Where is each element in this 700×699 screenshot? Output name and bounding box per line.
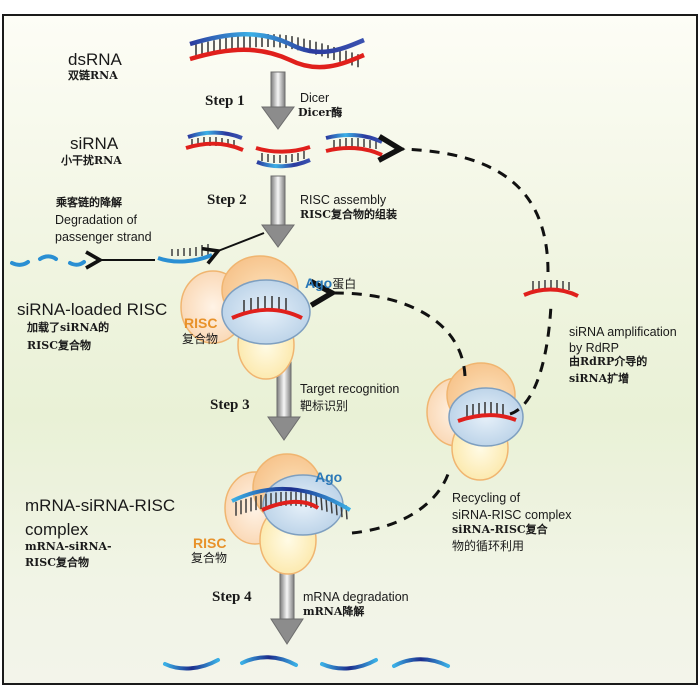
step1-desc-cn: Dicer酶 <box>298 106 343 119</box>
dsrna-antisense-strand <box>189 47 365 70</box>
recycling-label-cn2: 物的循环利用 <box>452 539 525 553</box>
risc-label-2-cn: 复合物 <box>191 551 228 565</box>
amplification-dashed-arrow <box>377 134 550 273</box>
ago-label-1-cn: 蛋白 <box>332 277 357 291</box>
degradation-label-line2: passenger strand <box>55 230 152 244</box>
ago-label-1: Ago蛋白 <box>305 275 356 292</box>
complex-label-line2: complex <box>25 520 89 539</box>
diagram-frame <box>2 14 698 685</box>
degradation-label-cn: 乘客链的降解 <box>56 196 122 209</box>
base-pair <box>320 496 323 511</box>
sirna-fragment-left <box>185 130 244 152</box>
recycling-label-line1: Recycling of <box>452 491 521 505</box>
step2-label: Step 2 <box>207 192 247 208</box>
ago-label-1-en: Ago <box>305 275 333 291</box>
step4-arrow <box>270 563 304 645</box>
recycling-dashed-path <box>351 467 452 535</box>
risc-complex-loaded <box>180 255 311 380</box>
risc-complex-recycled <box>426 362 524 481</box>
mrna-sirna-risc-complex <box>224 453 352 575</box>
arrow-to-passenger <box>201 232 265 265</box>
base-pair <box>325 497 328 512</box>
amplification-label-cn1: 由RdRP介导的 <box>569 355 648 368</box>
ago-protein <box>221 279 311 345</box>
step1-label: Step 1 <box>205 93 245 109</box>
degraded-fragments <box>10 254 86 267</box>
risc-label-1-cn: 复合物 <box>182 332 219 346</box>
sirna-label: siRNA <box>70 134 119 153</box>
step3-label: Step 3 <box>210 397 250 413</box>
risc-label-1: RISC <box>184 315 218 331</box>
dsrna-label-cn: 双链RNA <box>68 69 118 82</box>
amplification-label-cn2: siRNA扩增 <box>569 372 630 385</box>
complex-label-cn2: RISC复合物 <box>25 556 89 569</box>
recycling-label-cn1: siRNA-RISC复合 <box>452 523 548 536</box>
step2-arrow <box>261 175 295 248</box>
degraded-mrna-fragments <box>163 655 450 671</box>
rdrp-dashed-path <box>509 304 553 416</box>
step2-desc: RISC assembly <box>300 193 387 207</box>
complex-label-cn1: mRNA-siRNA- <box>25 540 112 553</box>
amplification-label-line2: by RdRP <box>569 341 620 355</box>
target-mrna <box>231 487 352 512</box>
sirna-fragment-middle <box>255 145 311 169</box>
loaded-risc-label-cn2: RISC复合物 <box>27 339 91 352</box>
recycling-label-line2: siRNA-RISC complex <box>452 508 572 522</box>
step3-desc: Target recognition <box>300 382 400 396</box>
ago-label-2: Ago <box>315 469 343 485</box>
sirna-label-cn: 小干扰RNA <box>61 154 122 167</box>
step4-desc: mRNA degradation <box>303 590 409 604</box>
step3-desc-cn: 靶标识别 <box>300 399 349 413</box>
complex-label-line1: mRNA-siRNA-RISC <box>25 496 176 515</box>
step1-arrow <box>261 71 295 130</box>
sirna-fragment-right <box>325 132 383 157</box>
loaded-risc-label-cn1: 加载了siRNA的 <box>27 321 110 334</box>
step2-desc-cn: RISC复合物的组装 <box>300 208 397 221</box>
risc-label-2: RISC <box>193 535 227 551</box>
loaded-risc-label: siRNA-loaded RISC <box>17 300 168 319</box>
step1-desc: Dicer <box>300 91 330 105</box>
amplified-sirna <box>523 280 579 298</box>
dsrna-sense-strand <box>189 32 365 55</box>
recycle-to-ago-dashed-arrow <box>309 278 467 377</box>
dsrna-molecule <box>189 32 365 70</box>
passenger-strand <box>157 244 213 264</box>
degradation-label-line1: Degradation of <box>55 213 138 227</box>
step4-label: Step 4 <box>212 589 252 605</box>
dsrna-label: dsRNA <box>68 50 122 69</box>
amplification-label-line1: siRNA amplification <box>569 325 677 339</box>
step4-desc-cn: mRNA降解 <box>303 605 365 618</box>
